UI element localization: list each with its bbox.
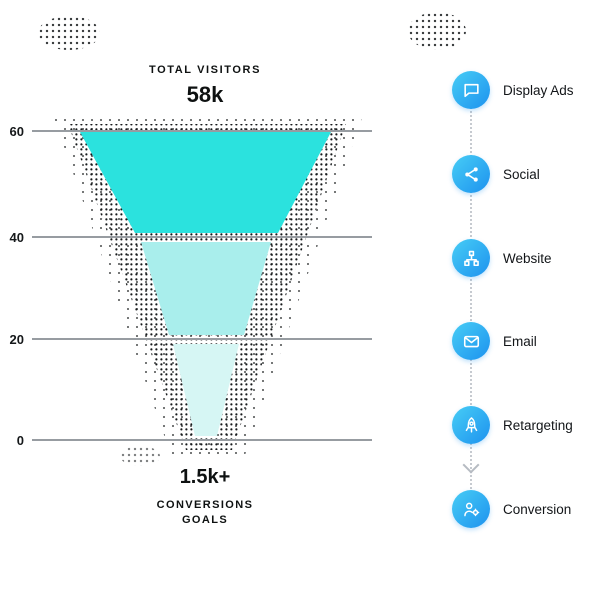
stage-item-email: Email [452, 322, 537, 360]
axis-tick-40: 40 [10, 230, 24, 245]
envelope-icon [452, 322, 490, 360]
stage-label: Conversion [503, 501, 572, 517]
conversions-label-line1: CONVERSIONS [156, 499, 254, 511]
sitemap-icon [452, 239, 490, 277]
stage-item-display-ads: Display Ads [452, 71, 574, 109]
rocket-icon [452, 406, 490, 444]
speckle-cluster-top-right [408, 12, 466, 50]
stage-label: Retargeting [503, 417, 573, 433]
stage-item-social: Social [452, 155, 540, 193]
funnel-chart-svg: 60 40 20 0 [10, 118, 372, 458]
total-visitors-label: TOTAL VISITORS [148, 64, 262, 76]
stage-connector-line [470, 92, 472, 508]
person-gear-icon [452, 490, 490, 528]
funnel-header: TOTAL VISITORS 58k [0, 64, 410, 108]
chevron-down-icon [462, 456, 480, 474]
funnel-footer: 1.5k+ CONVERSIONS GOALS [0, 466, 410, 528]
conversions-label: CONVERSIONS GOALS [0, 498, 410, 528]
axis-tick-0: 0 [17, 433, 24, 448]
total-visitors-value: 58k [186, 82, 224, 107]
axis-tick-20: 20 [10, 332, 24, 347]
chat-bubble-icon [452, 71, 490, 109]
stage-item-website: Website [452, 239, 552, 277]
funnel-segment-middle [141, 242, 271, 335]
speckle-cluster-bottom [120, 446, 160, 466]
stage-label: Social [503, 166, 540, 182]
stage-label: Website [503, 250, 552, 266]
stage-item-retargeting: Retargeting [452, 406, 573, 444]
axis-tick-60: 60 [10, 124, 24, 139]
conversions-value: 1.5k+ [179, 466, 231, 488]
funnel-segment-top [80, 132, 331, 233]
stage-label: Display Ads [503, 82, 574, 98]
share-icon [452, 155, 490, 193]
speckle-cluster-top-left [38, 16, 100, 50]
stages-column: Display Ads Social [452, 0, 601, 600]
stage-label: Email [503, 333, 537, 349]
stage-item-conversion: Conversion [452, 490, 571, 528]
conversions-label-line2: GOALS [181, 514, 229, 526]
funnel-segment-bottom [173, 344, 239, 436]
